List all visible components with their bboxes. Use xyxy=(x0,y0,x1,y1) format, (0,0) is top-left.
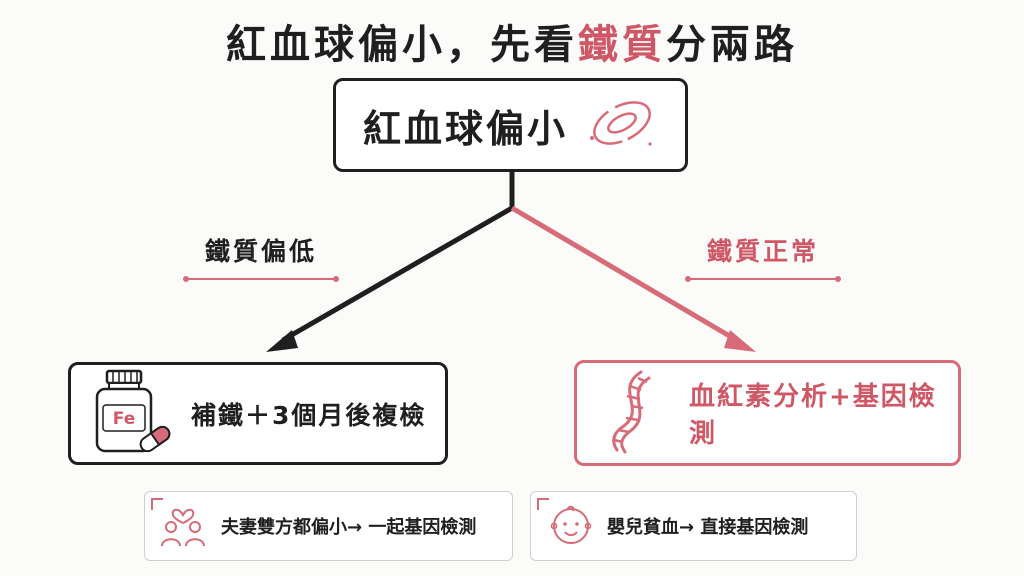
page-title: 紅血球偏小，先看鐵質分兩路 xyxy=(0,12,1024,70)
fe-text: Fe xyxy=(113,409,135,429)
root-label: 紅血球偏小 xyxy=(362,106,568,151)
root-node: 紅血球偏小 xyxy=(333,78,688,172)
left-arrow-line xyxy=(281,205,514,343)
branch-left-underline xyxy=(183,276,339,282)
dna-icon xyxy=(603,368,659,458)
branch-left-text: 鐵質偏低 xyxy=(204,237,317,266)
left-result-node: Fe 補鐵＋3個月後複檢 xyxy=(68,362,448,465)
branch-label-low-iron: 鐵質偏低 xyxy=(183,232,339,282)
right-result-node: 血紅素分析+基因檢測 xyxy=(574,360,961,466)
right-arrowhead xyxy=(724,330,756,352)
left-arrowhead xyxy=(266,330,298,352)
note-corner-mark xyxy=(537,498,549,510)
note-couple-text: 夫妻雙方都偏小→ 一起基因檢測 xyxy=(221,517,477,538)
note-baby-text: 嬰兒貧血→ 直接基因檢測 xyxy=(607,517,809,538)
title-highlight: 鐵質 xyxy=(578,22,666,68)
branch-label-normal-iron: 鐵質正常 xyxy=(685,232,841,282)
baby-face-icon xyxy=(549,502,593,550)
title-prefix: 紅血球偏小，先看 xyxy=(226,22,578,68)
red-blood-cell-icon xyxy=(586,94,658,156)
couple-heart-icon xyxy=(159,501,207,551)
left-action-label: 補鐵＋3個月後複檢 xyxy=(191,400,427,430)
note-couple: 夫妻雙方都偏小→ 一起基因檢測 xyxy=(144,491,513,561)
note-corner-mark xyxy=(151,498,163,510)
branch-right-text: 鐵質正常 xyxy=(706,237,819,266)
note-baby: 嬰兒貧血→ 直接基因檢測 xyxy=(530,491,857,561)
iron-supplement-bottle-icon: Fe xyxy=(91,369,171,459)
title-suffix: 分兩路 xyxy=(666,22,798,68)
right-action-label: 血紅素分析+基因檢測 xyxy=(689,382,937,449)
right-arrow-line xyxy=(510,205,740,344)
branch-right-underline xyxy=(685,276,841,282)
